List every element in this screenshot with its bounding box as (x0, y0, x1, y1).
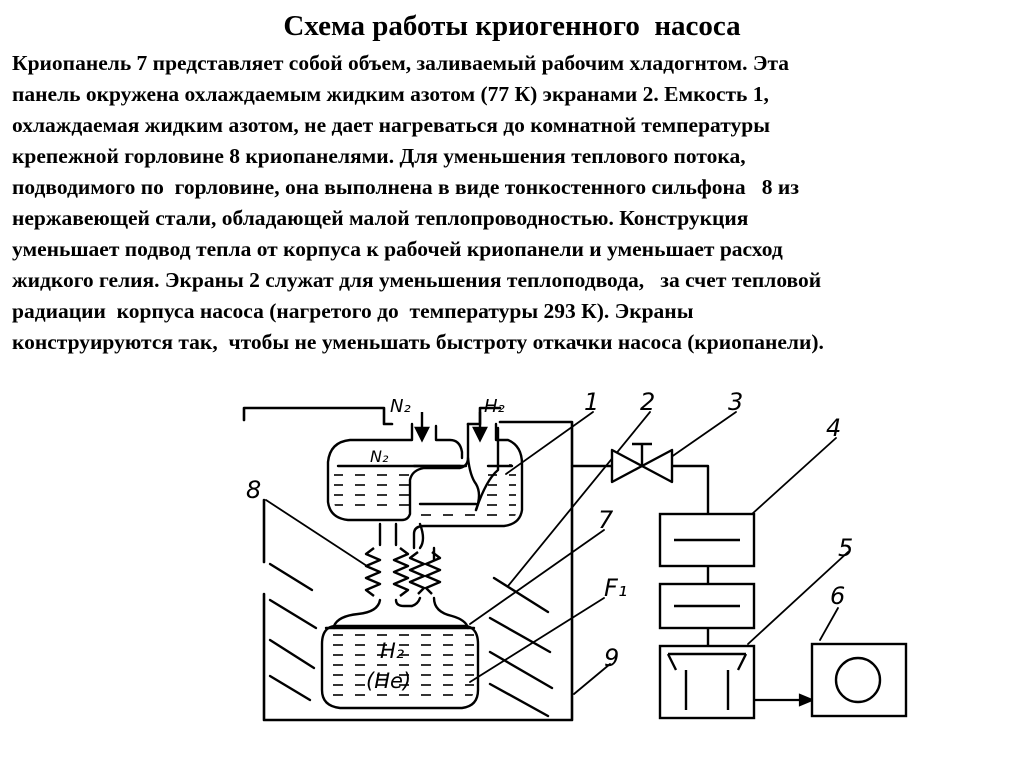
paragraph-line: охлаждаемая жидким азотом, не дает нагре… (12, 113, 771, 137)
trap-block-upper (658, 512, 756, 568)
pump-housing (242, 406, 574, 722)
part-label-f1: F₁ (604, 574, 627, 602)
part-label-8: 8 (246, 476, 261, 504)
neck-pipe (332, 426, 500, 630)
display-unit (810, 642, 908, 718)
slide-title: Схема работы криогенного насоса (283, 10, 741, 42)
part-label-4: 4 (826, 414, 841, 442)
bellows-left (364, 547, 410, 597)
part-label-7: 7 (598, 506, 614, 534)
part-label-9: 9 (604, 644, 619, 672)
n2-vessel-label: N₂ (370, 447, 389, 466)
part-label-6: 6 (830, 582, 845, 610)
n2-liquid-fill (334, 466, 465, 512)
paragraph-line: уменьшает подвод тепла от корпуса к рабо… (12, 237, 783, 261)
gauge-sensor (658, 644, 756, 720)
h2-liquid-fill (328, 628, 474, 702)
h2-vessel-label: H₂ (380, 639, 405, 663)
signal-line (754, 693, 815, 707)
trap-block-lower (658, 582, 756, 630)
inlet-arrows (414, 412, 488, 443)
he-vessel-label: (He) (366, 669, 411, 693)
part-label-2: 2 (640, 388, 655, 416)
paragraph-line: Криопанель 7 представляет собой объем, з… (12, 51, 790, 75)
cooling-screens-right (488, 576, 554, 718)
h2-inlet-label: H₂ (484, 396, 505, 417)
bellows-right (408, 551, 442, 595)
paragraph-line: крепежной горловине 8 криопанелями. Для … (12, 144, 746, 168)
cooling-screens-left (268, 562, 318, 702)
part-label-5: 5 (838, 534, 853, 562)
paragraph-line: радиации корпуса насоса (нагретого до те… (12, 299, 694, 323)
valve-icon (610, 442, 674, 484)
description-paragraph: Криопанель 7 представляет собой объем, з… (12, 48, 1017, 358)
gas-line (570, 464, 710, 648)
paragraph-line: панель окружена охлаждаемым жидким азото… (12, 82, 769, 106)
paragraph-line: жидкого гелия. Экраны 2 служат для умень… (12, 268, 822, 292)
paragraph-line: нержавеющей стали, обладающей малой тепл… (12, 206, 749, 230)
n2-inlet-label: N₂ (390, 396, 411, 417)
paragraph-line: конструируются так, чтобы не уменьшать б… (12, 330, 824, 354)
part-label-3: 3 (728, 388, 743, 416)
leader-lines (265, 411, 849, 695)
paragraph-line: подводимого по горловине, она выполнена … (12, 175, 799, 199)
part-label-1: 1 (584, 388, 599, 416)
